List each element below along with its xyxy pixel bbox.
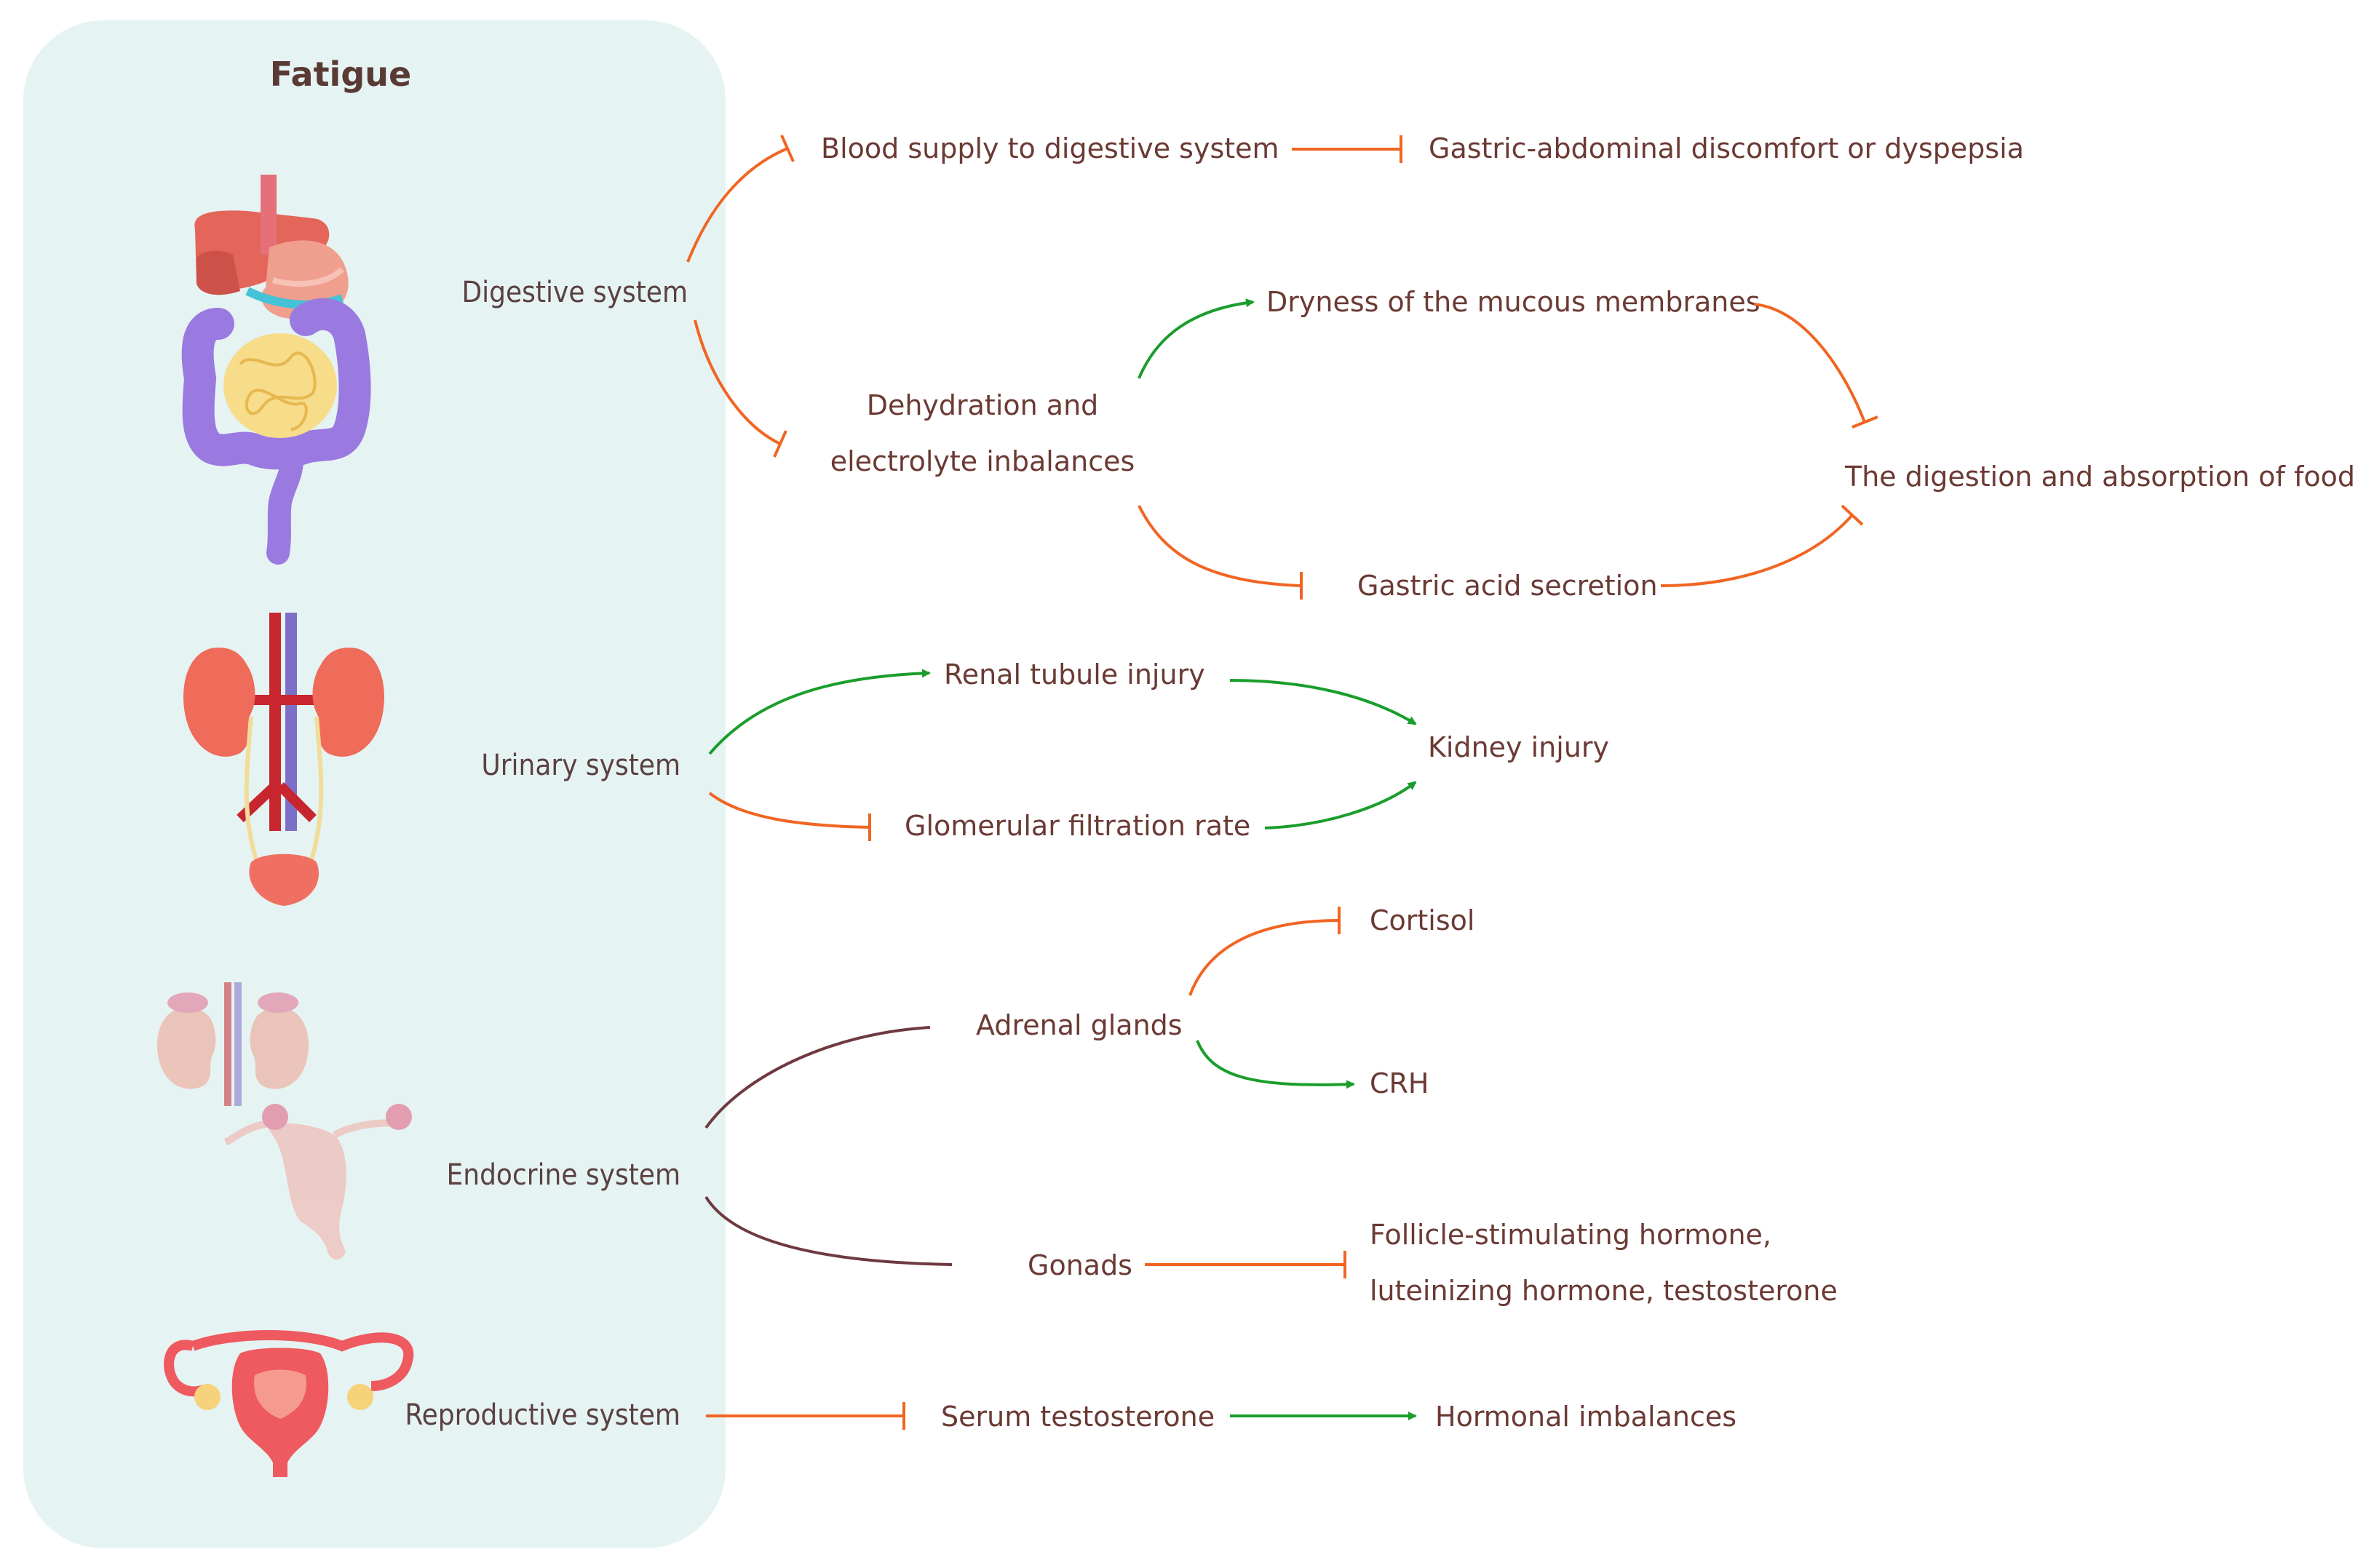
dehydration-label-line2: electrolyte inbalances [830,445,1135,477]
renal-tubule-label: Renal tubule injury [944,658,1205,691]
edge-dehydration-gastric-acid [1138,505,1303,600]
edge-digestive-dehydration [694,319,787,458]
edge-adrenal-crh [1196,1040,1355,1089]
adrenal-glands-label: Adrenal glands [976,1009,1183,1041]
kidneys-urinary-icon [183,613,384,906]
edge-endocrine-adrenal [704,1026,931,1129]
kidney-injury-label: Kidney injury [1428,731,1609,763]
dryness-label: Dryness of the mucous membranes [1266,286,1760,318]
edge-gfr-kidney-injury [1264,781,1417,829]
edge-adrenal-cortisol [1188,907,1341,996]
gonads-label: Gonads [1028,1249,1132,1281]
edge-renal-tubule-kidney-injury [1229,679,1417,725]
panel-title: Fatigue [270,55,411,94]
gfr-label: Glomerular filtration rate [905,810,1250,842]
cortisol-label: Cortisol [1370,904,1474,936]
edge-dryness-digestion [1753,303,1878,429]
edge-urinary-renal-tubule [708,669,931,755]
edge-gastric-acid-digestion [1660,504,1864,587]
reproductive-system-label: Reproductive system [405,1398,680,1432]
uterus-icon [164,1330,414,1477]
fsh-label-line1: Follicle-stimulating hormone, [1370,1219,1771,1251]
blood-supply-label: Blood supply to digestive system [821,132,1279,164]
edge-dehydration-dryness [1138,298,1255,379]
uterus-small-icon [223,1104,412,1260]
urinary-system-label: Urinary system [481,749,680,782]
fsh-label-line2: luteinizing hormone, testosterone [1370,1275,1838,1307]
edge-blood-supply-gastric-discomfort [1292,135,1402,163]
serum-testosterone-label: Serum testosterone [941,1401,1215,1433]
adrenal-kidney-icon [156,982,309,1106]
digestive-organs-icon [181,175,371,565]
digestion-label: The digestion and absorption of food [1844,461,2355,493]
edge-urinary-gfr [708,792,871,841]
endocrine-system-label: Endocrine system [447,1158,680,1192]
gastric-acid-label: Gastric acid secretion [1357,570,1658,602]
edge-gonads-fsh [1145,1251,1346,1278]
dehydration-label-line1: Dehydration and [867,389,1099,421]
fatigue-panel [23,20,726,1548]
crh-label: CRH [1370,1067,1429,1099]
gastric-discomfort-label: Gastric-abdominal discomfort or dyspepsi… [1429,132,2024,164]
digestive-system-label: Digestive system [461,276,688,309]
edge-reproductive-serum-testosterone [706,1402,905,1430]
edge-endocrine-gonads [704,1195,953,1266]
edge-digestive-blood-supply [686,135,795,263]
hormonal-imbalances-label: Hormonal imbalances [1435,1401,1736,1433]
